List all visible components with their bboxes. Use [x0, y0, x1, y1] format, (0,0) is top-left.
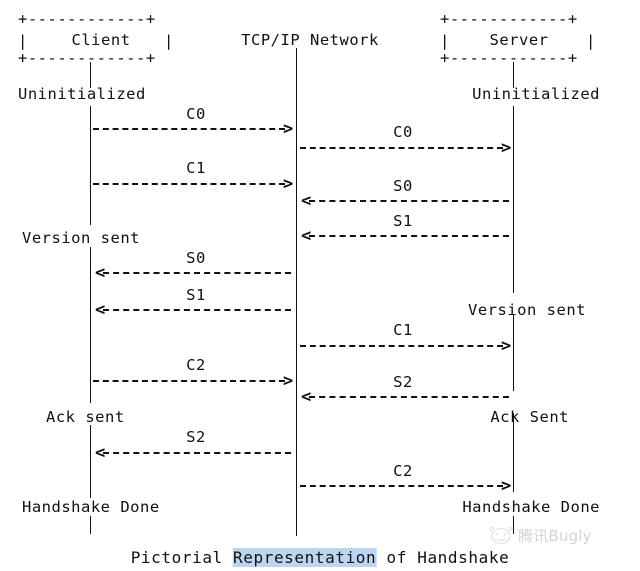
lifeline-client: [90, 516, 91, 534]
message-arrow-s0-server-network: [309, 200, 509, 202]
message-label-c0-network-server: C0: [393, 123, 413, 141]
smiley-face-icon: [489, 526, 513, 545]
client-box-bottom-border: +------------+: [18, 49, 156, 67]
message-arrow-s0-network-client: [103, 272, 291, 274]
message-label-c0-client-network: C0: [186, 105, 206, 123]
message-arrow-c0-client-network: [93, 128, 285, 130]
caption-part-3: of Handshake: [376, 548, 510, 567]
state-label-client-uninitialized: Uninitialized: [18, 85, 146, 103]
message-label-s0-network-client: S0: [186, 249, 206, 267]
lifeline-network: [296, 48, 297, 536]
lifeline-client: [90, 247, 91, 403]
lifeline-client: [90, 106, 91, 225]
state-label-server-version-sent: Version sent: [468, 301, 586, 319]
message-label-c1-network-server: C1: [393, 321, 413, 339]
lifeline-client: [90, 62, 91, 88]
diagram-caption: Pictorial Representation of Handshake: [131, 548, 510, 568]
lifeline-client: [90, 425, 91, 498]
participant-label-client: Client: [71, 31, 131, 49]
client-box-mid-right: |: [164, 32, 174, 50]
lifeline-server: [513, 106, 514, 293]
message-arrow-c0-network-server: [300, 147, 503, 149]
message-label-c2-network-server: C2: [393, 462, 413, 480]
message-label-s1-server-network: S1: [393, 212, 413, 230]
message-label-s2-server-network: S2: [393, 373, 413, 391]
state-label-server-uninitialized: Uninitialized: [472, 85, 600, 103]
message-label-c1-client-network: C1: [186, 159, 206, 177]
participant-box-server: +------------+: [440, 8, 578, 30]
message-arrow-s2-network-client: [103, 452, 291, 454]
client-box-top-border: +------------+: [18, 10, 156, 28]
watermark: 腾讯Bugly: [488, 524, 592, 546]
message-label-s0-server-network: S0: [393, 177, 413, 195]
state-label-client-version-sent: Version sent: [22, 229, 140, 247]
participant-label-network: TCP/IP Network: [241, 31, 379, 49]
message-label-c2-client-network: C2: [186, 356, 206, 374]
message-label-s1-network-client: S1: [186, 286, 206, 304]
state-label-server-handshake-done: Handshake Done: [462, 498, 600, 516]
caption-selected-text[interactable]: Representation: [233, 548, 377, 567]
message-arrow-s1-server-network: [309, 235, 509, 237]
caption-part-1: Pictorial: [130, 548, 234, 567]
lifeline-server: [513, 413, 514, 492]
message-arrow-c2-network-server: [300, 485, 503, 487]
message-arrow-c1-network-server: [300, 345, 503, 347]
message-arrow-c1-client-network: [93, 183, 285, 185]
client-box-mid-left: |: [18, 32, 28, 50]
message-label-s2-network-client: S2: [186, 428, 206, 446]
state-label-client-handshake-done: Handshake Done: [22, 498, 160, 516]
message-arrow-s1-network-client: [103, 309, 291, 311]
server-box-top-border: +------------+: [440, 10, 578, 28]
message-arrow-c2-client-network: [93, 380, 285, 382]
participant-box-client: +------------+: [18, 8, 156, 30]
message-arrow-s2-server-network: [309, 396, 509, 398]
participant-label-server: Server: [489, 31, 549, 49]
lifeline-server: [513, 315, 514, 391]
state-label-client-ack-sent: Ack sent: [46, 408, 125, 426]
lifeline-server: [513, 62, 514, 88]
watermark-text: 腾讯Bugly: [518, 526, 592, 545]
server-box-bottom-border: +------------+: [440, 49, 578, 67]
server-box-mid-right: |: [586, 32, 596, 50]
state-label-server-ack-sent: Ack Sent: [490, 408, 569, 426]
lifeline-server: [513, 516, 514, 534]
server-box-mid-left: |: [440, 32, 450, 50]
